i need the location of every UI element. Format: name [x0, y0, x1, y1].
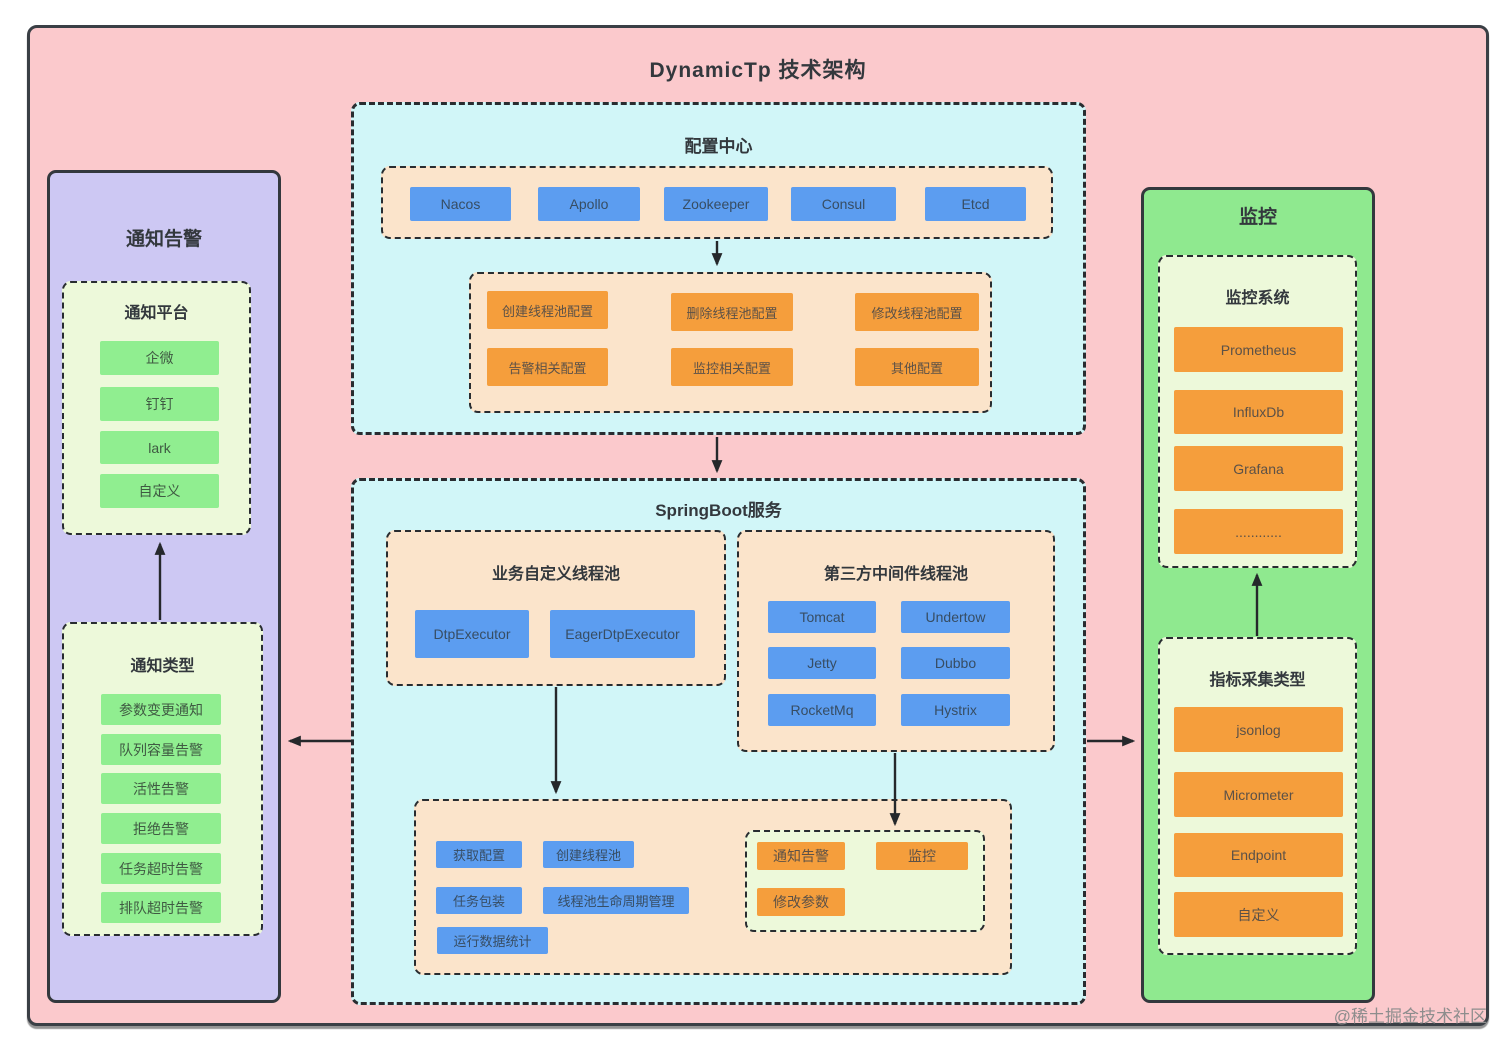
- node-alarm-config: 告警相关配置: [487, 348, 608, 386]
- node-lark: lark: [100, 431, 219, 464]
- node-notify-alarm-action: 通知告警: [757, 842, 845, 870]
- node-queue-capacity-alarm: 队列容量告警: [101, 734, 221, 765]
- monitor-systems-title: 监控系统: [1225, 290, 1290, 307]
- node-dingtalk: 钉钉: [100, 387, 219, 421]
- notify-types-title: 通知类型: [130, 658, 195, 675]
- node-modify-params-action: 修改参数: [757, 888, 845, 916]
- custom-pool-box: [386, 530, 726, 686]
- config-center-title: 配置中心: [684, 137, 753, 156]
- node-monitor-config: 监控相关配置: [671, 348, 793, 386]
- node-etcd: Etcd: [925, 187, 1026, 221]
- node-task-timeout-alarm: 任务超时告警: [101, 853, 221, 884]
- node-reject-alarm: 拒绝告警: [101, 813, 221, 844]
- node-hystrix: Hystrix: [901, 694, 1010, 726]
- node-modify-pool-config: 修改线程池配置: [855, 293, 979, 331]
- node-pool-lifecycle: 线程池生命周期管理: [543, 887, 689, 914]
- node-runtime-stats: 运行数据统计: [437, 927, 548, 954]
- node-liveness-alarm: 活性告警: [101, 773, 221, 804]
- node-jetty: Jetty: [768, 647, 876, 679]
- node-prometheus: Prometheus: [1174, 327, 1343, 372]
- node-influxdb: InfluxDb: [1174, 390, 1343, 434]
- node-rocketmq: RocketMq: [768, 694, 876, 726]
- node-consul: Consul: [791, 187, 896, 221]
- node-monitor-action: 监控: [876, 842, 968, 870]
- node-create-pool: 创建线程池: [543, 841, 634, 868]
- node-apollo: Apollo: [538, 187, 640, 221]
- node-custom-collect: 自定义: [1174, 892, 1343, 937]
- node-jsonlog: jsonlog: [1174, 707, 1343, 752]
- node-param-change-notify: 参数变更通知: [101, 694, 221, 725]
- custom-pool-title: 业务自定义线程池: [491, 566, 620, 583]
- middleware-pool-title: 第三方中间件线程池: [823, 566, 968, 583]
- node-wecom: 企微: [100, 341, 219, 375]
- node-endpoint: Endpoint: [1174, 833, 1343, 877]
- collect-types-title: 指标采集类型: [1209, 672, 1306, 689]
- notification-panel-title: 通知告警: [125, 229, 202, 250]
- node-task-wrap: 任务包装: [436, 887, 522, 914]
- node-other-config: 其他配置: [855, 348, 979, 386]
- notify-platform-title: 通知平台: [124, 305, 189, 322]
- node-grafana: Grafana: [1174, 446, 1343, 491]
- node-more-systems: ............: [1174, 509, 1343, 554]
- springboot-title: SpringBoot服务: [655, 501, 782, 520]
- node-eagerdtpexecutor: EagerDtpExecutor: [550, 610, 695, 658]
- node-micrometer: Micrometer: [1174, 772, 1343, 817]
- watermark: @稀土掘金技术社区: [1333, 1007, 1487, 1026]
- node-custom-platform: 自定义: [100, 474, 219, 508]
- diagram-title: DynamicTp 技术架构: [649, 59, 867, 82]
- node-zookeeper: Zookeeper: [664, 187, 768, 221]
- node-dtpexecutor: DtpExecutor: [415, 610, 529, 658]
- node-queue-timeout-alarm: 排队超时告警: [101, 892, 221, 923]
- node-tomcat: Tomcat: [768, 601, 876, 633]
- node-create-pool-config: 创建线程池配置: [487, 291, 608, 329]
- node-dubbo: Dubbo: [901, 647, 1010, 679]
- node-nacos: Nacos: [410, 187, 511, 221]
- monitor-panel-title: 监控: [1238, 207, 1277, 228]
- node-fetch-config: 获取配置: [436, 841, 522, 868]
- node-delete-pool-config: 删除线程池配置: [671, 293, 793, 331]
- node-undertow: Undertow: [901, 601, 1010, 633]
